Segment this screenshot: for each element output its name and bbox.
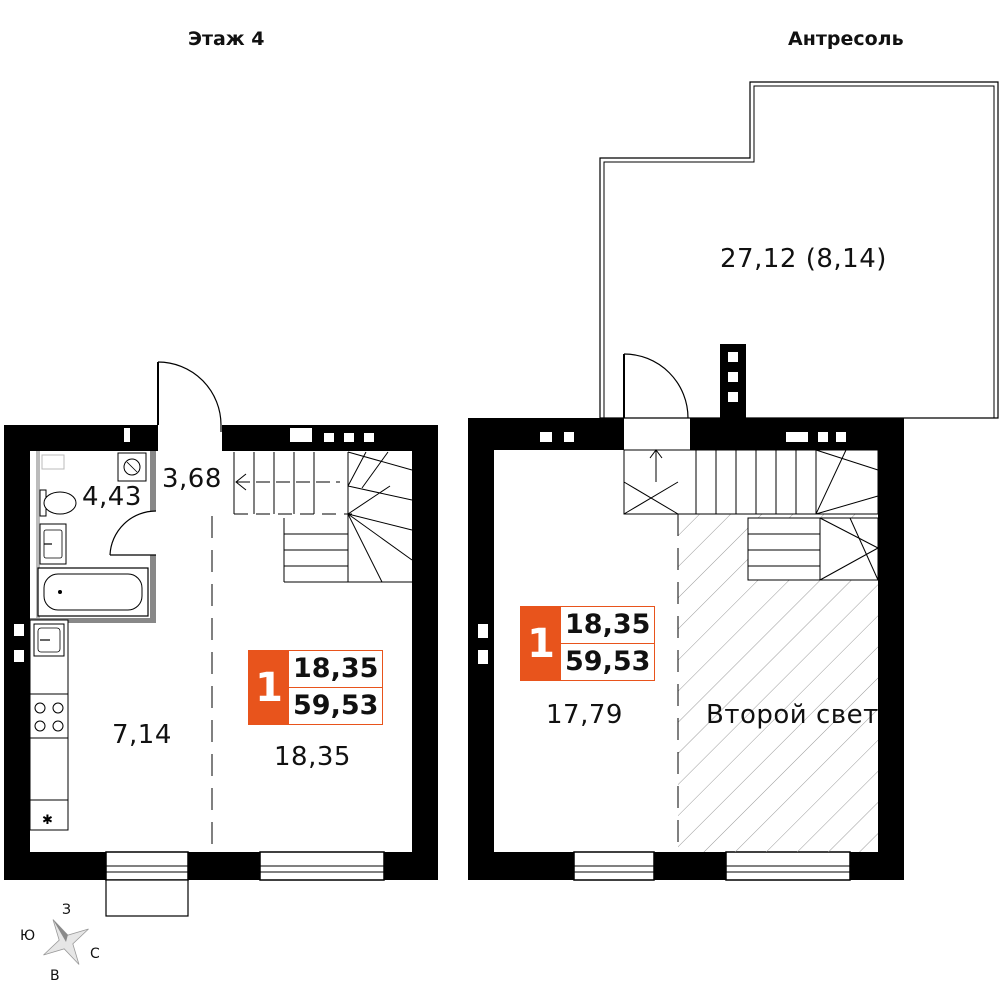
left-balcony (105, 879, 189, 917)
compass-north-label: З (62, 902, 71, 918)
compass-south-label: В (50, 968, 60, 984)
bathroom-walls (30, 451, 156, 623)
toilet (39, 489, 77, 517)
floor-4-title: Этаж 4 (188, 28, 265, 50)
left-floor-plan: ✱ (4, 361, 438, 917)
left-wall-right (412, 425, 438, 880)
attic-area: 27,12 (8,14) (720, 244, 887, 274)
mezzanine-room-area: 17,79 (546, 700, 623, 730)
left-wall-top-a (4, 425, 158, 451)
rooms-count: 1 (249, 651, 289, 724)
right-wall-right (878, 418, 904, 880)
bathtub (37, 567, 149, 617)
svg-text:✱: ✱ (42, 813, 53, 828)
apartment-badge-left: 1 18,35 59,53 (248, 650, 384, 725)
living-area-value: 18,35 (565, 609, 651, 640)
mezzanine-door (623, 353, 689, 419)
apartment-badge-right: 1 18,35 59,53 (520, 606, 656, 681)
living-area-value: 18,35 (293, 653, 379, 684)
compass-west-label: Ю (20, 928, 36, 944)
rooms-count: 1 (521, 607, 561, 680)
kitchen-area: 7,14 (112, 720, 172, 750)
left-staircase (233, 451, 413, 583)
attic-outline (599, 81, 999, 419)
living-area: 18,35 (274, 742, 351, 772)
total-area-value: 59,53 (561, 643, 655, 680)
bathroom-area: 4,43 (82, 482, 142, 512)
entrance-door (157, 361, 222, 432)
right-staircase (623, 449, 879, 581)
right-floor-plan (468, 81, 999, 881)
mezzanine-title: Антресоль (788, 28, 904, 50)
second-light-label: Второй свет (706, 700, 879, 730)
total-area-value: 59,53 (289, 687, 383, 724)
hall-area: 3,68 (162, 464, 222, 494)
kitchen-counter: ✱ (29, 619, 69, 831)
compass-east-label: С (90, 946, 100, 962)
right-wall-left (468, 418, 494, 880)
compass-icon (43, 919, 89, 965)
bathroom-sink (39, 523, 67, 565)
